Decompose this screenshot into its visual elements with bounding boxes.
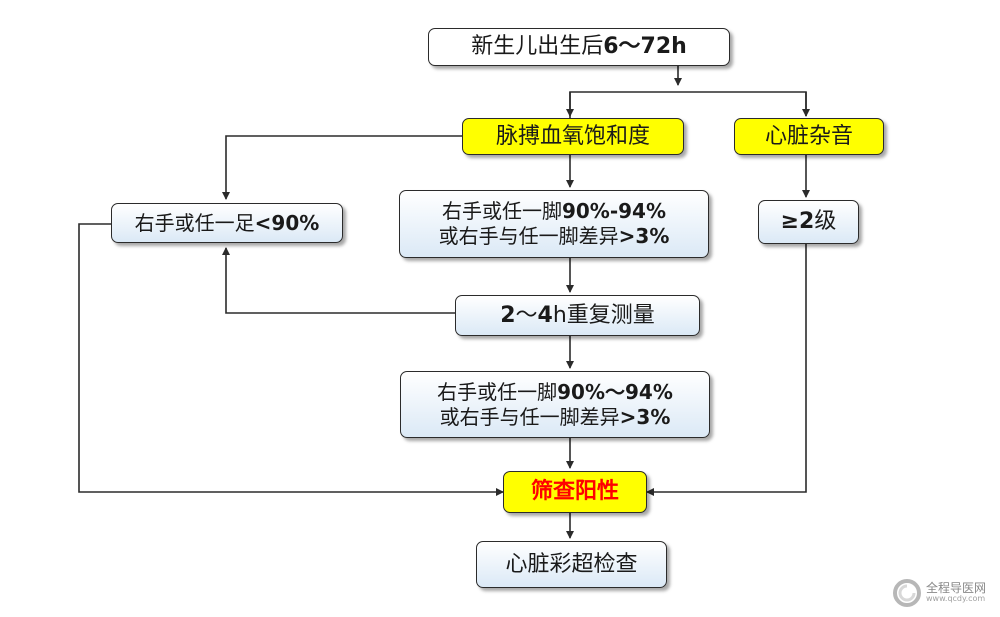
pulse-ox-label: 脉搏血氧饱和度 xyxy=(495,123,650,149)
murmur-label: 心脏杂音 xyxy=(764,123,853,149)
borderline2-node: 右手或任一脚90%～94% 或右手与任一脚差异>3% xyxy=(400,371,710,438)
arrow-grade-to-positive xyxy=(646,244,807,496)
repeat-node: 2～4h重复测量 xyxy=(455,295,700,336)
start-label: 新生儿出生后6～72h xyxy=(471,34,687,60)
borderline1-line1: 右手或任一脚90%-94% xyxy=(441,199,667,223)
positive-node: 筛查阳性 xyxy=(503,471,647,513)
murmur-grade-label: ≥2级 xyxy=(780,209,837,235)
arrow-low-to-positive xyxy=(78,223,504,496)
borderline1-node: 右手或任一脚90%-94% 或右手与任一脚差异>3% xyxy=(399,190,709,258)
branch-line xyxy=(569,91,807,118)
start-node: 新生儿出生后6～72h xyxy=(428,28,730,66)
watermark: 全程导医网 www.qcdy.com xyxy=(892,575,990,611)
arrow-pulse-to-low xyxy=(222,135,462,200)
echo-node: 心脏彩超检查 xyxy=(476,541,667,588)
low-sat-node: 右手或任一足<90% xyxy=(111,203,343,243)
watermark-url: www.qcdy.com xyxy=(926,594,986,604)
repeat-label: 2～4h重复测量 xyxy=(500,302,655,328)
watermark-logo-icon xyxy=(893,579,921,607)
borderline2-line2: 或右手与任一脚差异>3% xyxy=(439,404,671,429)
pulse-ox-node: 脉搏血氧饱和度 xyxy=(462,118,684,155)
murmur-node: 心脏杂音 xyxy=(734,118,884,155)
arrow-repeat-to-low xyxy=(222,247,455,314)
positive-label: 筛查阳性 xyxy=(530,479,619,505)
murmur-grade-node: ≥2级 xyxy=(758,200,859,244)
low-sat-label: 右手或任一足<90% xyxy=(134,210,320,235)
watermark-name: 全程导医网 xyxy=(926,581,987,595)
echo-label: 心脏彩超检查 xyxy=(505,551,638,577)
borderline2-line1: 右手或任一脚90%～94% xyxy=(437,379,673,404)
borderline1-line2: 或右手与任一脚差异>3% xyxy=(438,224,670,248)
